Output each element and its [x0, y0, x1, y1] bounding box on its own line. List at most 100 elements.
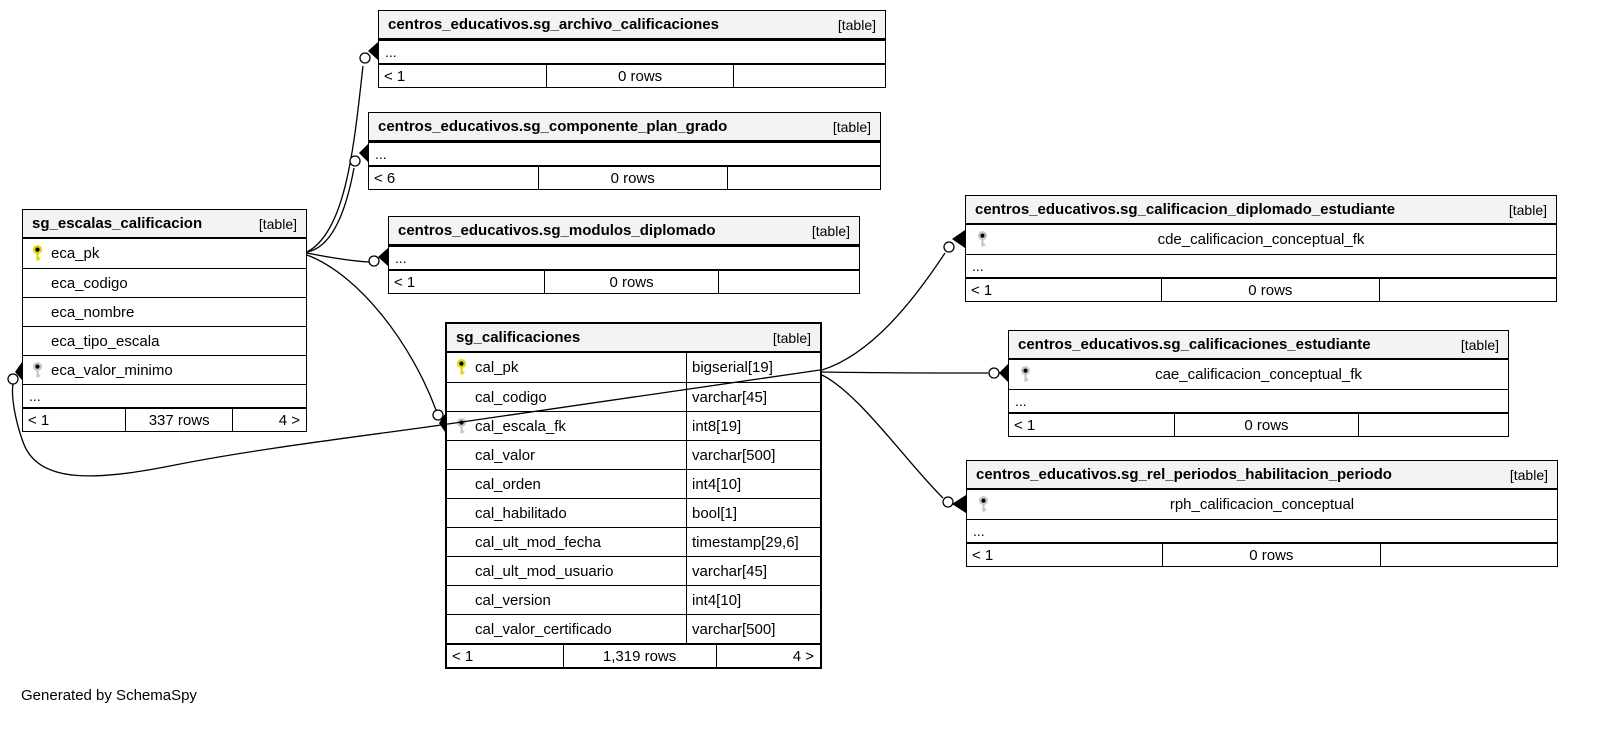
column-type: varchar[500] [686, 615, 820, 643]
column-row-cal-escala-fk: cal_escala_fk int8[19] [447, 411, 820, 440]
column-type: int4[10] [686, 586, 820, 614]
column-name: cal_valor_certificado [475, 620, 612, 638]
stat-degrees-left: < 1 [28, 411, 50, 429]
table-header[interactable]: centros_educativos.sg_archivo_calificaci… [379, 11, 885, 40]
edge-ecapk-componente [306, 167, 355, 253]
column-name: cal_codigo [475, 388, 547, 406]
stat-row-count: 337 rows [124, 409, 233, 431]
column-row-cde-calificacion-conceptual-fk: cde_calificacion_conceptual_fk [966, 225, 1556, 254]
stat-row-count: 0 rows [1173, 414, 1359, 436]
column-row-cal-version: cal_version int4[10] [447, 585, 820, 614]
column-name: cal_version [475, 591, 551, 609]
table-node-sg-componente-plan-grado: centros_educativos.sg_componente_plan_gr… [368, 112, 881, 190]
column-name: rph_calificacion_conceptual [1169, 496, 1355, 513]
column-row-cal-ult-mod-usuario: cal_ult_mod_usuario varchar[45] [447, 556, 820, 585]
column-row-cal-orden: cal_orden int4[10] [447, 469, 820, 498]
stat-degrees-right [1378, 279, 1556, 301]
table-header[interactable]: sg_calificaciones [table] [447, 324, 820, 353]
column-row-cal-habilitado: cal_habilitado bool[1] [447, 498, 820, 527]
stat-degrees-left: < 1 [452, 647, 474, 665]
table-title: centros_educativos.sg_calificacion_diplo… [975, 201, 1396, 218]
stat-degrees-right [726, 167, 880, 189]
table-header[interactable]: centros_educativos.sg_calificaciones_est… [1009, 331, 1508, 360]
column-type: bool[1] [686, 499, 820, 527]
foreign-key-icon [447, 417, 475, 435]
stat-degrees-right [733, 65, 885, 87]
column-row-cae-calificacion-conceptual-fk: cae_calificacion_conceptual_fk [1009, 360, 1508, 389]
column-name: eca_valor_minimo [51, 361, 173, 379]
table-header[interactable]: centros_educativos.sg_rel_periodos_habil… [967, 461, 1557, 490]
stat-degrees-left: < 6 [374, 169, 396, 187]
table-type-badge: [table] [811, 222, 850, 239]
column-name: eca_pk [51, 245, 100, 262]
ellipsis-text: ... [972, 258, 984, 274]
column-row-cal-pk: cal_pk bigserial[19] [447, 353, 820, 382]
column-row-cal-valor: cal_valor varchar[500] [447, 440, 820, 469]
table-node-sg-calificacion-diplomado-estudiante: centros_educativos.sg_calificacion_diplo… [965, 195, 1557, 302]
ellipsis-text: ... [1015, 393, 1027, 409]
column-type: varchar[500] [686, 441, 820, 469]
table-stats: < 1 1,319 rows 4 > [447, 643, 820, 667]
table-title: sg_calificaciones [456, 329, 581, 346]
column-row-eca-valor-minimo: eca_valor_minimo [23, 355, 306, 384]
stat-degrees-right: 4 > [232, 409, 306, 431]
table-title: centros_educativos.sg_calificaciones_est… [1018, 336, 1371, 353]
table-stats: < 1 0 rows [379, 63, 885, 87]
column-row-cal-codigo: cal_codigo varchar[45] [447, 382, 820, 411]
table-type-badge: [table] [772, 329, 811, 346]
foreign-key-icon [23, 361, 51, 379]
table-stats: < 1 0 rows [389, 269, 859, 293]
table-node-sg-calificaciones-estudiante: centros_educativos.sg_calificaciones_est… [1008, 330, 1509, 437]
columns-ellipsis: ... [1009, 389, 1508, 412]
table-node-sg-escalas-calificacion: sg_escalas_calificacion [table] eca_pk e… [22, 209, 307, 432]
column-name: eca_tipo_escala [51, 332, 160, 350]
table-stats: < 6 0 rows [369, 165, 880, 189]
table-type-badge: [table] [837, 16, 876, 33]
column-type: timestamp[29,6] [686, 528, 820, 556]
edge-calpk-estudiante [821, 371, 989, 374]
stat-degrees-right [1358, 414, 1508, 436]
table-header[interactable]: centros_educativos.sg_modulos_diplomado … [389, 217, 859, 246]
edge-ecapk-archivo [306, 65, 364, 253]
table-header[interactable]: centros_educativos.sg_calificacion_diplo… [966, 196, 1556, 225]
column-type: int8[19] [686, 412, 820, 440]
stat-degrees-right [717, 271, 859, 293]
table-title: sg_escalas_calificacion [32, 215, 203, 232]
stat-row-count: 0 rows [1161, 544, 1380, 566]
column-row-cal-ult-mod-fecha: cal_ult_mod_fecha timestamp[29,6] [447, 527, 820, 556]
table-type-badge: [table] [1460, 336, 1499, 353]
column-type: varchar[45] [686, 557, 820, 585]
columns-ellipsis: ... [966, 254, 1556, 277]
column-row-eca-tipo-escala: eca_tipo_escala [23, 326, 306, 355]
stat-row-count: 0 rows [544, 271, 718, 293]
stat-degrees-left: < 1 [384, 67, 406, 85]
table-title: centros_educativos.sg_modulos_diplomado [398, 222, 716, 239]
table-title: centros_educativos.sg_archivo_calificaci… [388, 16, 719, 33]
stat-degrees-left: < 1 [972, 546, 994, 564]
ellipsis-text: ... [385, 44, 397, 60]
table-header[interactable]: centros_educativos.sg_componente_plan_gr… [369, 113, 880, 142]
column-row-eca-codigo: eca_codigo [23, 268, 306, 297]
stat-degrees-right [1379, 544, 1557, 566]
primary-key-icon [447, 359, 475, 376]
column-type: bigserial[19] [686, 353, 820, 382]
column-name: cae_calificacion_conceptual_fk [1155, 366, 1362, 383]
column-name: cal_ult_mod_usuario [475, 562, 614, 580]
column-row-cal-valor-certificado: cal_valor_certificado varchar[500] [447, 614, 820, 643]
column-type: int4[10] [686, 470, 820, 498]
foreign-key-icon [1015, 366, 1035, 383]
column-name: cal_pk [475, 359, 519, 376]
table-node-sg-rel-periodos-habilitacion-periodo: centros_educativos.sg_rel_periodos_habil… [966, 460, 1558, 567]
table-stats: < 1 0 rows [1009, 412, 1508, 436]
columns-ellipsis: ... [369, 142, 880, 165]
table-header[interactable]: sg_escalas_calificacion [table] [23, 210, 306, 239]
table-stats: < 1 0 rows [966, 277, 1556, 301]
column-name: cal_valor [475, 446, 536, 464]
column-name: eca_codigo [51, 274, 128, 292]
columns-ellipsis: ... [967, 519, 1557, 542]
stat-degrees-left: < 1 [1014, 416, 1036, 434]
column-name: cal_escala_fk [475, 417, 566, 435]
stat-degrees-left: < 1 [971, 281, 993, 299]
ellipsis-text: ... [395, 250, 407, 266]
column-row-eca-pk: eca_pk [23, 239, 306, 268]
